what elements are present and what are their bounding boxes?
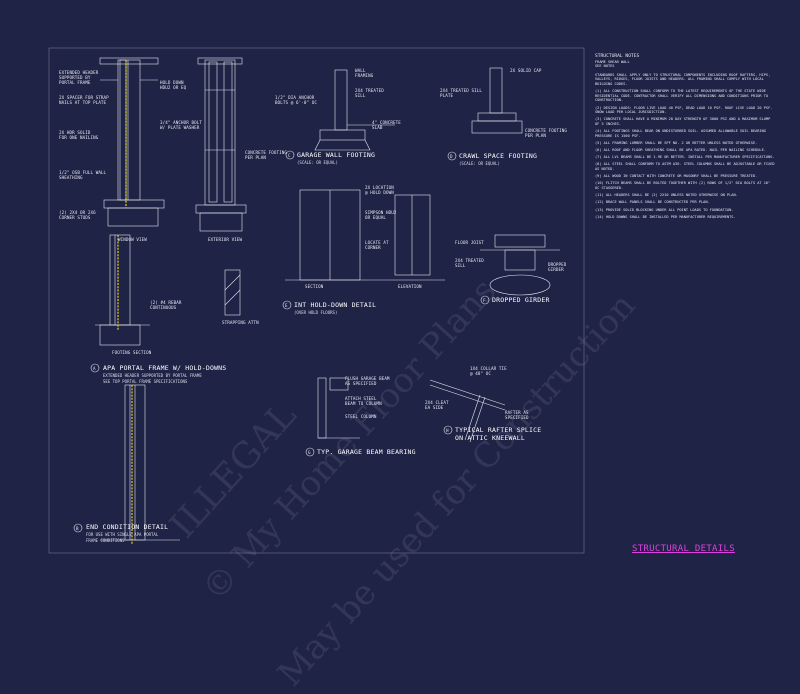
detail-h-number: H bbox=[446, 428, 449, 433]
note-c4: 4" CONCRETE SLAB bbox=[372, 120, 401, 130]
notes-subheading-1: FRAME SHEAR WALL bbox=[595, 59, 630, 64]
detail-c-title: GARAGE WALL FOOTING bbox=[297, 151, 376, 159]
footing-section-label: FOOTING SECTION bbox=[112, 350, 152, 355]
detail-c-number: C bbox=[288, 153, 291, 158]
note-paragraph: (5) ALL FRAMING LUMBER SHALL BE SPF NO. … bbox=[595, 140, 758, 145]
detail-e-number: E bbox=[285, 303, 288, 308]
note-a6: HOLD DOWN HDU2 OR EQ bbox=[160, 80, 187, 90]
note-paragraph: (2) DESIGN LOADS: FLOOR LIVE LOAD 40 PSF… bbox=[595, 105, 773, 115]
detail-b-note2: FRAME CONDITIONS bbox=[86, 538, 125, 543]
strap-label: STRAPPING ATTN bbox=[222, 320, 259, 325]
linework bbox=[48, 47, 585, 554]
note-f3: DROPPED GIRDER bbox=[548, 262, 567, 272]
detail-e-title: INT HOLD-DOWN DETAIL bbox=[294, 301, 377, 309]
elevation-label: ELEVATION bbox=[398, 284, 422, 289]
sheet-title: STRUCTURAL DETAILS bbox=[632, 544, 735, 554]
note-e1: 2X LOCATION @ HOLD DOWN bbox=[365, 185, 394, 195]
section-label: SECTION bbox=[305, 284, 324, 289]
note-c1: WALL FRAMING bbox=[355, 68, 374, 78]
note-paragraph: (8) ALL STEEL SHALL CONFORM TO ASTM A36.… bbox=[595, 162, 775, 172]
note-a9: (2) #4 REBAR CONTINUOUS bbox=[150, 300, 182, 310]
detail-g-number: G bbox=[308, 450, 311, 455]
note-paragraph: (9) ALL WOOD IN CONTACT WITH CONCRETE OR… bbox=[595, 174, 758, 179]
note-d1: 2X SOLID CAP bbox=[510, 68, 542, 73]
note-g3: STEEL COLUMN bbox=[345, 414, 377, 419]
detail-b-title: END CONDITION DETAIL bbox=[86, 523, 169, 531]
note-e3: LOCATE AT CORNER bbox=[365, 240, 389, 250]
notes-heading: STRUCTURAL NOTES bbox=[595, 54, 640, 59]
note-a1: EXTENDED HEADER SUPPORTED BY PORTAL FRAM… bbox=[59, 70, 99, 85]
note-h2: RAFTER AS SPECIFIED bbox=[505, 410, 529, 420]
detail-a-number: A bbox=[93, 366, 96, 371]
note-paragraph: (1) ALL CONSTRUCTION SHALL CONFORM TO TH… bbox=[595, 89, 769, 103]
exterior-view-label: EXTERIOR VIEW bbox=[208, 237, 243, 242]
notes-subheading-2: SEE NOTES bbox=[595, 64, 615, 69]
note-g2: ATTACH STEEL BEAM TO COLUMN bbox=[345, 396, 382, 406]
note-paragraph: (10) FLITCH BEAMS SHALL BE BOLTED TOGETH… bbox=[595, 181, 771, 190]
note-paragraph: (13) PROVIDE SOLID BLOCKING UNDER ALL PO… bbox=[595, 207, 734, 212]
detail-e-sub: (OVER HOLD FLOORS) bbox=[294, 310, 338, 315]
detail-d-sub: (SCALE: OR EQUAL) bbox=[459, 161, 500, 166]
note-paragraph: (12) BRACE WALL PANELS SHALL BE CONSTRUC… bbox=[595, 200, 710, 205]
note-paragraph: (11) ALL HEADERS SHALL BE (2) 2X10 UNLES… bbox=[595, 193, 738, 198]
note-f2: 2X4 TREATED SILL bbox=[455, 258, 484, 268]
note-h3: 2X4 CLEAT EA SIDE bbox=[425, 400, 449, 410]
detail-b-note1: FOR USE WITH SINGLE APA PORTAL bbox=[86, 532, 159, 537]
detail-g-title: TYP. GARAGE BEAM BEARING bbox=[317, 448, 416, 456]
note-h1: 1X4 COLLAR TIE @ 48" OC bbox=[470, 366, 507, 376]
detail-f-title: DROPPED GIRDER bbox=[492, 296, 550, 304]
note-e2: SIMPSON HDU2 OR EQUAL bbox=[365, 210, 397, 220]
note-paragraph: (4) ALL FOOTINGS SHALL BEAR ON UNDISTURB… bbox=[595, 129, 766, 138]
note-a4: 1/2" OSB FULL WALL SHEATHING bbox=[59, 170, 107, 180]
detail-b-number: B bbox=[76, 526, 79, 531]
detail-h-title2: ON ATTIC KNEEWALL bbox=[455, 434, 525, 442]
window-view-label: WINDOW VIEW bbox=[118, 237, 147, 242]
note-d2: 2X4 TREATED SILL PLATE bbox=[440, 88, 482, 98]
detail-c-sub: (SCALE: OR EQUAL) bbox=[297, 160, 338, 165]
detail-f-number: F bbox=[483, 298, 486, 303]
note-a2: 2X SPACER FOR STRAP NAILS AT TOP PLATE bbox=[59, 95, 109, 105]
note-c2: 2X4 TREATED SILL bbox=[355, 88, 384, 98]
note-a3: 2X HDR SOLID FOR ONE NAILING bbox=[59, 130, 99, 140]
drawing-sheet: EXTENDED HEADER SUPPORTED BY PORTAL FRAM… bbox=[48, 47, 775, 694]
note-paragraph: STANDARDS SHALL APPLY ONLY TO STRUCTURAL… bbox=[595, 72, 771, 86]
note-c3: 1/2" DIA ANCHOR BOLTS @ 6'-0" OC bbox=[275, 95, 317, 105]
note-a8: CONCRETE FOOTING PER PLAN bbox=[245, 150, 287, 160]
detail-a-note1: EXTENDED HEADER SUPPORTED BY PORTAL FRAM… bbox=[103, 373, 202, 378]
detail-d-number: D bbox=[450, 154, 453, 159]
note-paragraph: (6) ALL ROOF AND FLOOR SHEATHING SHALL B… bbox=[595, 148, 766, 153]
note-paragraph: (14) HOLD DOWNS SHALL BE INSTALLED PER M… bbox=[595, 214, 736, 219]
note-g1: FLUSH GARAGE BEAM AS SPECIFIED bbox=[345, 376, 390, 386]
detail-a-note2: SEE TOP PORTAL FRAME SPECIFICATIONS bbox=[103, 379, 188, 384]
notes-paragraphs: STANDARDS SHALL APPLY ONLY TO STRUCTURAL… bbox=[595, 73, 775, 220]
structural-notes: STRUCTURAL NOTES FRAME SHEAR WALL SEE NO… bbox=[595, 54, 775, 222]
note-paragraph: (3) CONCRETE SHALL HAVE A MINIMUM 28 DAY… bbox=[595, 117, 771, 126]
note-a5: (2) 2X4 OR 2X6 CORNER STUDS bbox=[59, 210, 96, 220]
detail-d-title: CRAWL SPACE FOOTING bbox=[459, 152, 538, 160]
detail-h-title: TYPICAL RAFTER SPLICE bbox=[455, 426, 542, 434]
note-f1: FLOOR JOIST bbox=[455, 240, 484, 245]
note-a7: 3/4" ANCHOR BOLT W/ PLATE WASHER bbox=[160, 120, 202, 130]
detail-a-title: APA PORTAL FRAME W/ HOLD-DOWNS bbox=[103, 364, 227, 372]
note-paragraph: (7) ALL LVL BEAMS SHALL BE 1.9E OR BETTE… bbox=[595, 155, 775, 160]
note-d3: CONCRETE FOOTING PER PLAN bbox=[525, 128, 567, 138]
